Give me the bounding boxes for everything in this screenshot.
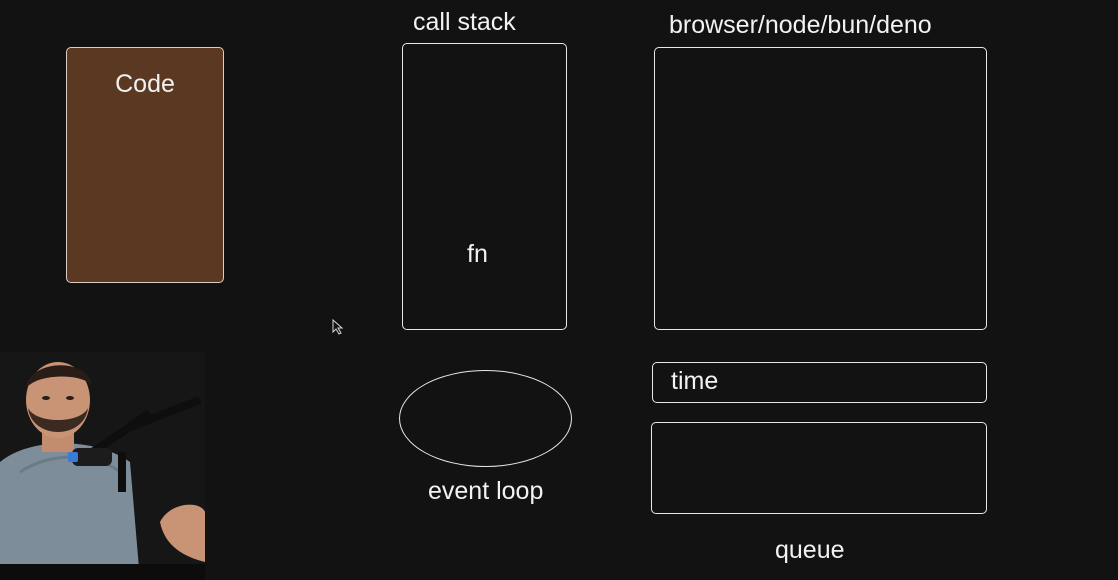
time-box: time [652,362,987,403]
presenter-figure [0,352,205,580]
cursor-arrow-icon [332,319,344,335]
event-loop-label: event loop [428,477,544,505]
runtime-box [654,47,987,330]
event-loop-ellipse [399,370,572,467]
code-label: Code [115,70,175,98]
call-stack-title: call stack [413,8,516,36]
call-stack-item-fn: fn [467,240,488,268]
time-label: time [671,367,719,395]
queue-label: queue [775,536,845,564]
code-box: Code [66,47,224,283]
call-stack-box: fn [402,43,567,330]
presenter-webcam [0,352,205,580]
queue-box [651,422,987,514]
runtime-title: browser/node/bun/deno [669,11,932,39]
